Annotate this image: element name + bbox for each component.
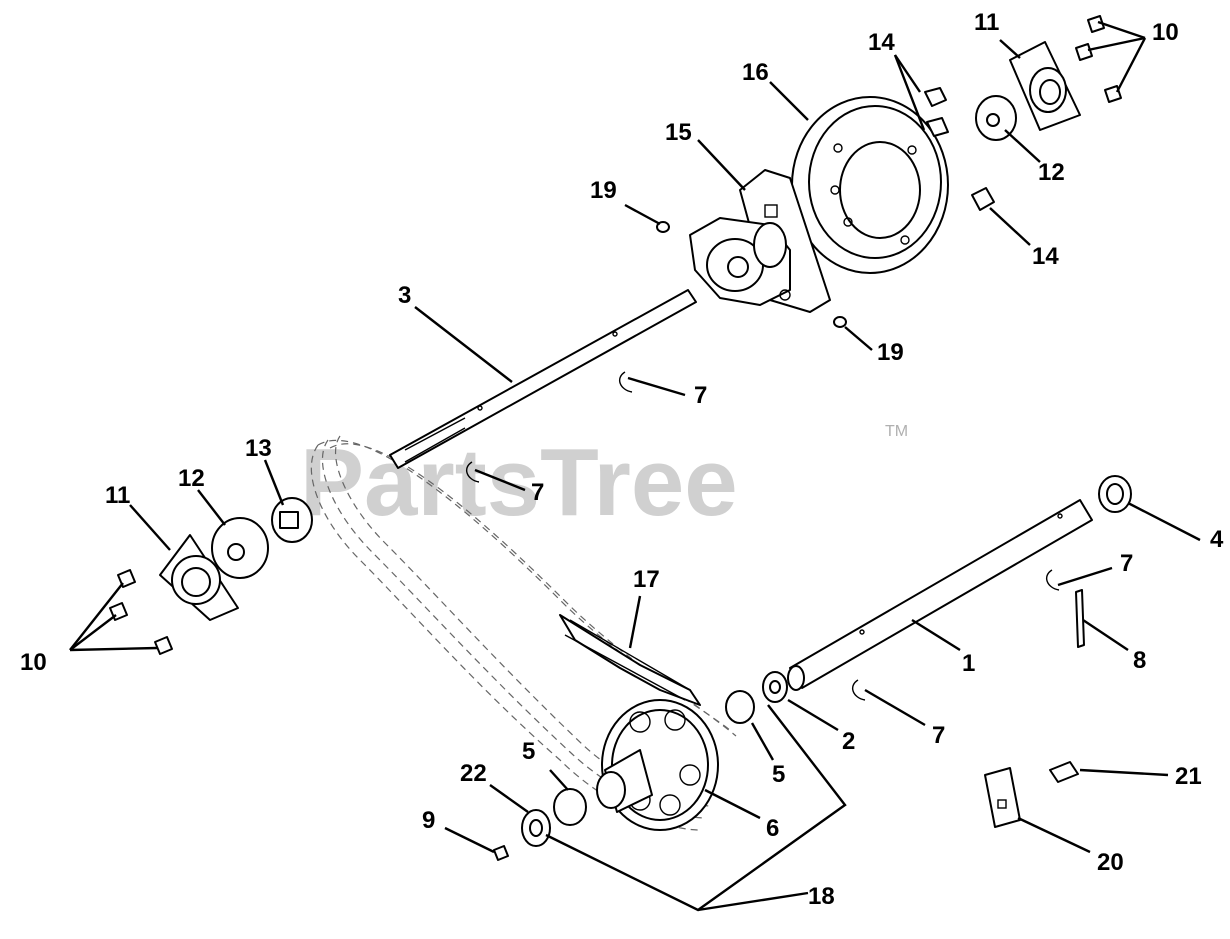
washer-2 <box>762 671 788 703</box>
callout-7d: 7 <box>932 722 945 749</box>
brake-bracket <box>689 169 831 313</box>
bolts-14 <box>924 87 995 211</box>
washers-19 <box>656 221 847 328</box>
callout-12a: 12 <box>1038 159 1065 186</box>
callout-8: 8 <box>1133 647 1146 674</box>
callout-labels: 1 2 3 4 5 5 6 7 7 7 7 8 9 10 10 11 11 12… <box>20 9 1224 910</box>
bearing-collar-lower <box>211 517 269 579</box>
drive-chain <box>559 614 701 706</box>
axle-shaft <box>389 289 697 469</box>
callout-21: 21 <box>1175 763 1202 790</box>
callout-15: 15 <box>665 119 692 146</box>
callout-5b: 5 <box>772 761 785 788</box>
callout-19a: 19 <box>590 177 617 204</box>
key-pin-8 <box>1075 589 1085 648</box>
axle-tube <box>787 499 1093 691</box>
callout-16: 16 <box>742 59 769 86</box>
brake-drum <box>791 96 949 274</box>
flange-bearing-lower <box>159 534 239 621</box>
callout-14a: 14 <box>868 29 895 56</box>
hairpin-clips <box>465 371 1060 701</box>
callout-17: 17 <box>633 566 660 593</box>
callout-9: 9 <box>422 807 435 834</box>
bushings <box>521 690 755 847</box>
callout-6: 6 <box>766 815 779 842</box>
callout-18: 18 <box>808 883 835 910</box>
callout-5a: 5 <box>522 738 535 765</box>
flange-bearing-upper <box>1009 41 1081 131</box>
callout-1: 1 <box>962 650 975 677</box>
callout-7b: 7 <box>531 479 544 506</box>
flange-bolts-lower <box>109 569 173 655</box>
callout-22: 22 <box>460 760 487 787</box>
watermark-trademark: TM <box>885 423 908 440</box>
screw-9 <box>493 845 509 861</box>
callout-11a: 11 <box>974 9 999 36</box>
sprocket-small <box>271 497 313 543</box>
flange-bolts-upper <box>1075 15 1122 103</box>
screw-21 <box>1049 761 1079 783</box>
callout-20: 20 <box>1097 849 1124 876</box>
callout-7a: 7 <box>694 382 707 409</box>
callout-2: 2 <box>842 728 855 755</box>
callout-12b: 12 <box>178 465 205 492</box>
callout-3: 3 <box>398 282 411 309</box>
callout-10b: 10 <box>20 649 47 676</box>
callout-11b: 11 <box>105 482 130 509</box>
callout-14b: 14 <box>1032 243 1059 270</box>
sprocket-large <box>596 699 719 831</box>
callout-4: 4 <box>1210 526 1224 553</box>
callout-7c: 7 <box>1120 550 1133 577</box>
bearing-collar-upper <box>975 95 1017 141</box>
bushing-4 <box>1098 475 1132 513</box>
watermark-text: PartsTree <box>300 429 738 536</box>
callout-10a: 10 <box>1152 19 1179 46</box>
watermark: PartsTree TM <box>300 423 908 536</box>
callout-19b: 19 <box>877 339 904 366</box>
leader-lines <box>69 20 1201 912</box>
bracket-20 <box>984 767 1021 828</box>
callout-13: 13 <box>245 435 272 462</box>
